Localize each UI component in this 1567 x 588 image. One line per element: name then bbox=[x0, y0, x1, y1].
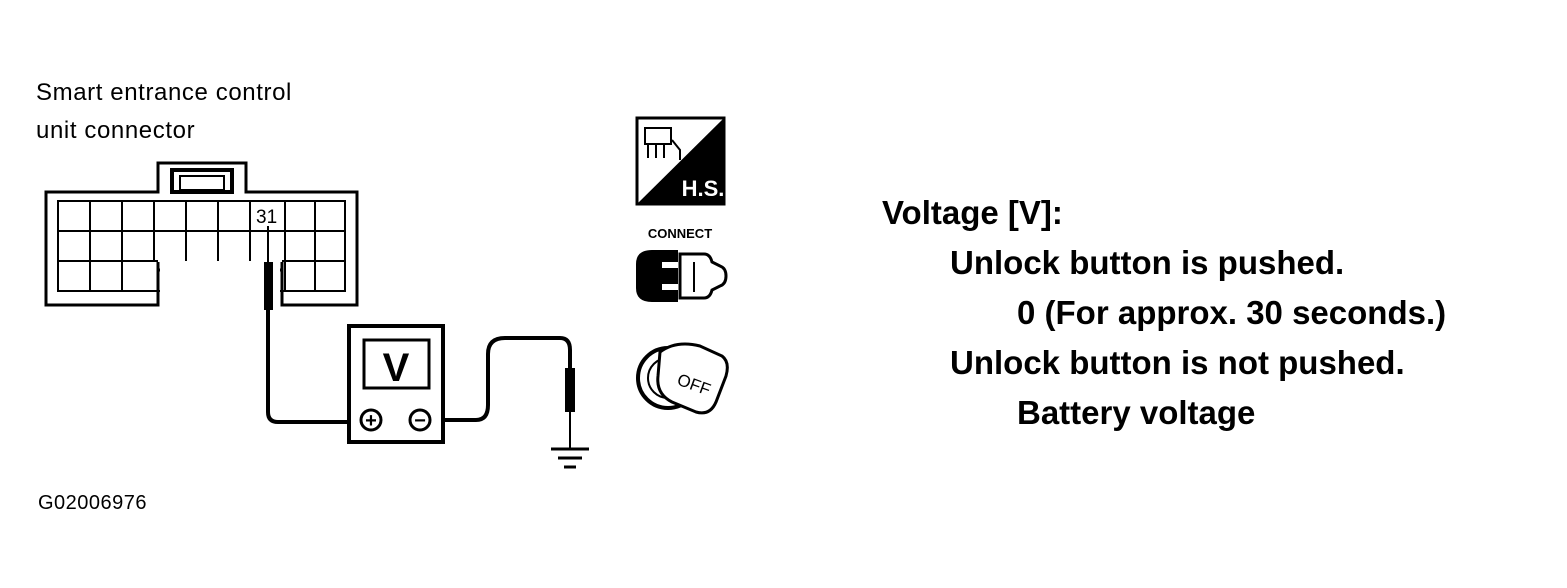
connector-caption-line-2: unit connector bbox=[36, 117, 196, 144]
harness-side-icon: H.S. bbox=[635, 116, 726, 206]
voltage-specification: Voltage [V]: Unlock button is pushed. 0 … bbox=[882, 188, 1446, 438]
spec-condition-pushed: Unlock button is pushed. bbox=[950, 244, 1345, 281]
ground-symbol-icon bbox=[551, 447, 589, 469]
connector-caption: Smart entrance control unit connector bbox=[36, 74, 292, 150]
spec-value-not-pushed: Battery voltage bbox=[1017, 394, 1256, 431]
terminal-number: 31 bbox=[256, 207, 277, 228]
harness-side-label: H.S. bbox=[682, 176, 725, 201]
spec-value-pushed: 0 (For approx. 30 seconds.) bbox=[1017, 294, 1447, 331]
positive-probe bbox=[264, 226, 350, 424]
ignition-off-icon: OFF bbox=[636, 342, 729, 415]
negative-lead bbox=[443, 336, 575, 448]
connector-notch bbox=[160, 262, 280, 292]
connect-label: CONNECT bbox=[648, 226, 712, 241]
meter-positive-symbol: + bbox=[365, 410, 377, 432]
connector-caption-line-1: Smart entrance control bbox=[36, 79, 292, 106]
connector-cavity-grid bbox=[57, 200, 346, 292]
meter-negative-symbol: − bbox=[414, 410, 426, 432]
spec-condition-not-pushed: Unlock button is not pushed. bbox=[950, 344, 1405, 381]
connector-notch-edges bbox=[156, 262, 284, 305]
figure-reference-code: G02006976 bbox=[38, 492, 148, 514]
spec-heading: Voltage [V]: bbox=[882, 194, 1063, 231]
meter-negative-terminal bbox=[408, 408, 432, 432]
connect-icon: CONNECT bbox=[636, 226, 728, 302]
voltmeter: V + − bbox=[347, 324, 445, 444]
meter-positive-terminal bbox=[359, 408, 383, 432]
voltmeter-display-letter: V bbox=[383, 346, 410, 390]
